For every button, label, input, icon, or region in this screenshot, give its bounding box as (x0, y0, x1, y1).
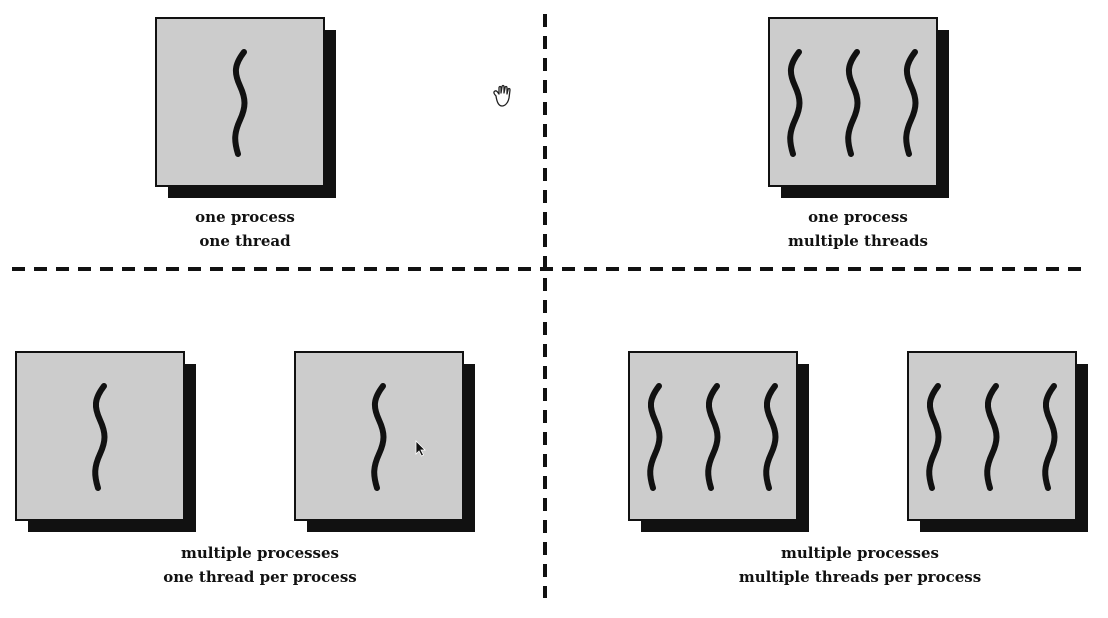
process-box-bottom-left-1 (15, 351, 196, 532)
thread-squiggle-icon (1042, 383, 1058, 491)
thread-squiggle-icon (984, 383, 1000, 491)
caption-line-2: multiple threads (788, 232, 928, 250)
caption-multiple-processes-multiple-threads: multiple processes multiple threads per … (700, 541, 1020, 589)
thread-squiggle-icon (845, 49, 861, 157)
caption-line-2: one thread per process (163, 568, 357, 586)
thread-squiggle-icon (232, 49, 248, 157)
thread-squiggle-path (705, 383, 721, 491)
caption-line-1: one process (195, 208, 295, 226)
process-box-bottom-right-2 (907, 351, 1088, 532)
caption-line-1: one process (808, 208, 908, 226)
thread-squiggle-icon (763, 383, 779, 491)
caption-line-1: multiple processes (780, 544, 939, 562)
thread-squiggle-path (92, 383, 108, 491)
thread-squiggle-path (232, 49, 248, 157)
thread-squiggle-icon (903, 49, 919, 157)
caption-line-2: multiple threads per process (738, 568, 982, 586)
thread-squiggle-icon (371, 383, 387, 491)
process-box-bottom-left-2 (294, 351, 475, 532)
thread-squiggle-icon (92, 383, 108, 491)
caption-line-1: multiple processes (180, 544, 339, 562)
caption-multiple-processes-one-thread: multiple processes one thread per proces… (110, 541, 410, 589)
thread-squiggle-path (926, 383, 942, 491)
hand-cursor-icon (493, 84, 511, 107)
caption-one-process-one-thread: one process one thread (145, 205, 345, 253)
thread-squiggle-path (647, 383, 663, 491)
process-box-top-left (155, 17, 336, 198)
thread-squiggle-path (984, 383, 1000, 491)
thread-squiggle-icon (787, 49, 803, 157)
thread-squiggle-path (763, 383, 779, 491)
arrow-pointer-icon (415, 440, 426, 457)
thread-squiggle-path (845, 49, 861, 157)
thread-squiggle-path (371, 383, 387, 491)
process-box-bottom-right-1 (628, 351, 809, 532)
caption-line-2: one thread (199, 232, 291, 250)
thread-squiggle-path (903, 49, 919, 157)
thread-squiggle-icon (926, 383, 942, 491)
thread-squiggle-path (787, 49, 803, 157)
process-box-top-right (768, 17, 949, 198)
thread-squiggle-icon (647, 383, 663, 491)
thread-squiggle-path (1042, 383, 1058, 491)
thread-squiggle-icon (705, 383, 721, 491)
caption-one-process-multiple-threads: one process multiple threads (758, 205, 958, 253)
